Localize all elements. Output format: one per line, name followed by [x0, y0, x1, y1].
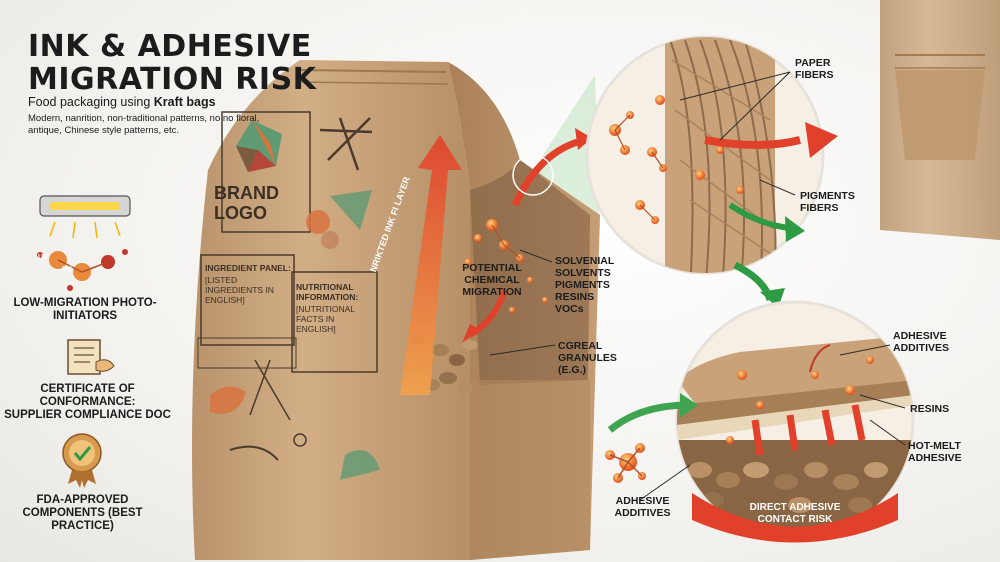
uv-lamp-icon [37, 195, 131, 291]
ingredient-panel: INGREDIENT PANEL: [LISTED INGREDIENTS IN… [205, 263, 293, 305]
uv-badge: UV [38, 254, 48, 261]
ingredient-body: [LISTED INGREDIENTS IN ENGLISH] [205, 275, 274, 305]
certificate-icon [67, 339, 115, 375]
callout-contact-risk: DIRECT ADHESIVE CONTACT RISK [749, 502, 841, 525]
chem-item: SOLVENIAL [555, 255, 615, 267]
callout-leaders [489, 71, 906, 501]
nutrition-panel: NUTRITIONAL INFORMATION: [NUTRITIONAL FA… [296, 282, 376, 334]
certificate-line-2: SUPPLIER COMPLIANCE DOC [4, 409, 171, 421]
chem-item: RESINS [555, 291, 595, 303]
contact-risk-banner [692, 493, 898, 543]
ink-layer-arrow [400, 135, 462, 395]
brand-logo-text: BRAND LOGO [214, 183, 279, 223]
approved-badge-icon [62, 433, 102, 488]
certificate-line-1: CERTIFICATE OF CONFORMANCE: [39, 383, 136, 408]
design-note: Modern, nanrition, non-traditional patte… [28, 113, 260, 136]
subtitle-prefix: Food packaging using [28, 95, 154, 109]
uv-badge-2: UV [62, 266, 72, 273]
callout-granules: CGREAL GRANULES (E.G.) [558, 340, 617, 376]
title-line-2: MIGRATION RISK [28, 62, 317, 97]
zoom-arrow-top [511, 136, 586, 207]
chem-item: VOCs [555, 303, 584, 315]
callout-resins: RESINS [910, 403, 950, 415]
callout-adhesive-additives-bottom: ADHESIVE ADDITIVES [614, 495, 671, 519]
sidebar-item-photo-initiators: LOW-MIGRATION PHOTO-INITIATORS [13, 297, 157, 322]
nutrition-title: NUTRITIONAL INFORMATION: [296, 282, 359, 302]
migrating-molecules [464, 219, 548, 313]
callout-paper-fibers: PAPER FIBERS [795, 57, 834, 81]
subtitle-bold: Kraft bags [153, 95, 216, 109]
brand-line-1: BRAND [214, 183, 279, 203]
sidebar-item-fda: FDA-APPROVED COMPONENTS (BEST PRACTICE) [22, 494, 143, 532]
zoom-connector [530, 75, 600, 230]
subtitle: Food packaging using Kraft bags [28, 95, 216, 109]
background-bag [880, 0, 1000, 240]
title-line-1: INK & ADHESIVE [28, 29, 312, 64]
callout-pigments-fibers: PIGMENTS FIBERS [800, 190, 855, 214]
zoom-adhesive-seam [675, 300, 915, 543]
kraft-bag [191, 60, 600, 560]
callout-adhesive-additives-top: ADHESIVE ADDITIVES [893, 330, 950, 354]
nutrition-body: [NUTRITIONAL FACTS IN ENGLISH] [296, 304, 355, 334]
sidebar-item-certificate: CERTIFICATE OF CONFORMANCE: SUPPLIER COM… [0, 383, 175, 422]
callout-chemical-list: SOLVENIAL SOLVENTS PIGMENTS RESINS VOCs [555, 255, 614, 315]
callout-hot-melt: HOT-MELT ADHESIVE [908, 440, 962, 464]
ingredient-title: INGREDIENT PANEL: [205, 263, 291, 273]
callout-potential-migration: POTENTIAL CHEMICAL MIGRATION [462, 262, 522, 298]
brand-line-2: LOGO [214, 203, 267, 223]
brand-logo-mark [236, 120, 282, 172]
adhesive-molecule [605, 443, 646, 483]
chem-item: SOLVENTS [555, 267, 611, 279]
chem-item: PIGMENTS [555, 279, 610, 291]
page-title: INK & ADHESIVE MIGRATION RISK [28, 30, 316, 96]
